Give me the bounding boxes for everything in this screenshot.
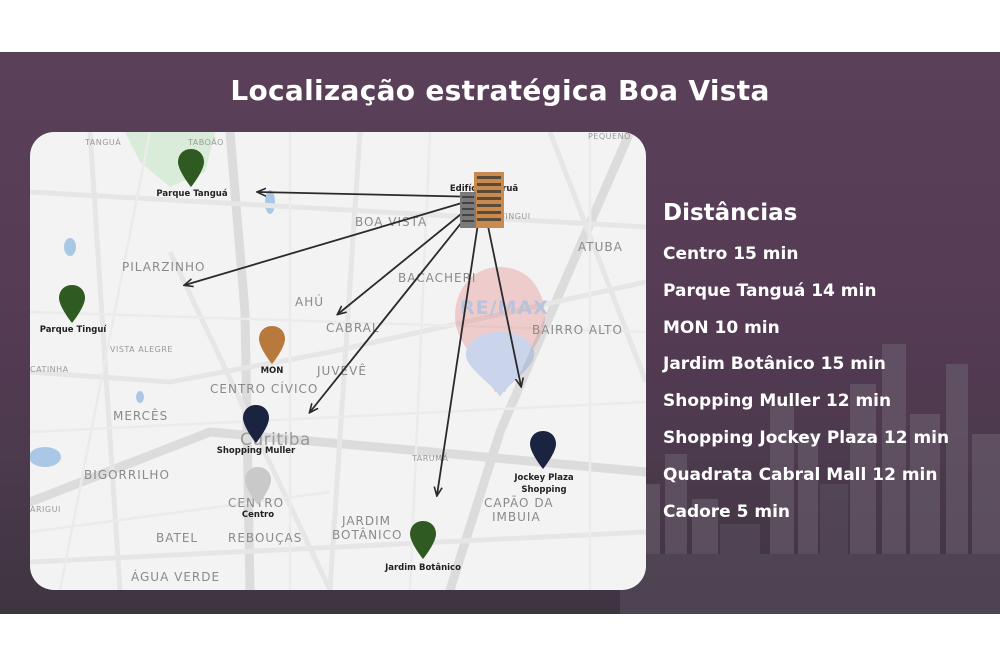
distance-item: Quadrata Cabral Mall 12 min xyxy=(663,464,938,485)
district-label: BACACHERI xyxy=(398,271,477,285)
place-label: Parque Tanguá xyxy=(156,189,228,199)
district-label: BOTÂNICO xyxy=(332,528,403,542)
distance-item: Centro 15 min xyxy=(663,244,799,264)
district-label: CATINHA xyxy=(30,365,69,374)
building-icon xyxy=(460,172,504,228)
place-label: Jardim Botânico xyxy=(385,563,461,573)
district-label: CENTRO CÍVICO xyxy=(210,382,319,396)
map-pin-icon xyxy=(410,521,436,559)
district-label: AHÚ xyxy=(295,295,325,309)
district-label: JARDIM xyxy=(342,514,392,528)
map-pin-icon xyxy=(259,326,285,364)
route-arrows xyxy=(30,132,646,590)
map-pin-icon xyxy=(530,431,556,469)
map-pin-icon xyxy=(243,405,269,443)
place-label: Shopping Muller xyxy=(216,446,296,456)
place-label: MON xyxy=(260,366,284,376)
map-pin-icon xyxy=(245,467,271,505)
hero-banner: Localização estratégica Boa Vista xyxy=(0,52,1000,614)
district-label: IMBUIA xyxy=(492,510,541,524)
district-label: PEQUENO xyxy=(588,132,631,141)
district-label: MERCÊS xyxy=(113,409,169,423)
map-pin-icon xyxy=(59,285,85,323)
map-roads xyxy=(30,132,646,590)
district-label: TANGUÁ xyxy=(85,138,122,147)
place-label: Jockey Plaza Shopping xyxy=(514,473,574,495)
district-label: REBOUÇAS xyxy=(228,531,303,545)
page-title: Localização estratégica Boa Vista xyxy=(230,74,770,107)
district-label: CENTRO xyxy=(228,496,285,510)
district-label: TINGUI xyxy=(500,212,531,221)
distance-item: MON 10 min xyxy=(663,317,780,338)
place-label: Centro xyxy=(241,510,275,520)
city-skyline xyxy=(620,344,1000,614)
distance-item: Shopping Jockey Plaza 12 min xyxy=(663,427,950,448)
distance-item: Cadore 5 min xyxy=(663,501,791,522)
place-label: Parque Tinguí xyxy=(39,325,107,335)
district-label: CABRAL xyxy=(326,321,380,335)
district-label: BAIRRO ALTO xyxy=(532,323,623,337)
distances-title: Distâncias xyxy=(663,200,798,226)
location-map: RE/MAX TANGUÁ TABOÃO PEQUENO BOA VISTA T… xyxy=(30,132,646,590)
district-label: TABOÃO xyxy=(188,138,224,147)
district-label: ÁGUA VERDE xyxy=(131,570,221,584)
district-label: PILARZINHO xyxy=(122,260,206,274)
distances-panel: Distâncias Centro 15 min Parque Tanguá 1… xyxy=(663,200,949,530)
district-label: CAPÃO DA xyxy=(484,496,554,510)
map-pin-icon xyxy=(178,149,204,187)
district-label: ARIGUI xyxy=(30,505,61,514)
distance-item: Jardim Botânico 15 min xyxy=(663,354,886,375)
distance-item: Shopping Muller 12 min xyxy=(663,391,892,412)
distance-item: Parque Tanguá 14 min xyxy=(663,280,877,301)
district-label: BATEL xyxy=(156,531,199,545)
remax-balloon-icon xyxy=(455,267,545,397)
remax-watermark: RE/MAX xyxy=(460,297,549,319)
district-label: ATUBA xyxy=(578,240,623,254)
district-label: TARUMÃ xyxy=(412,454,449,463)
district-label: BIGORRILHO xyxy=(84,468,170,482)
district-label: JUVEVÊ xyxy=(317,364,367,378)
district-label: VISTA ALEGRE xyxy=(110,345,173,354)
